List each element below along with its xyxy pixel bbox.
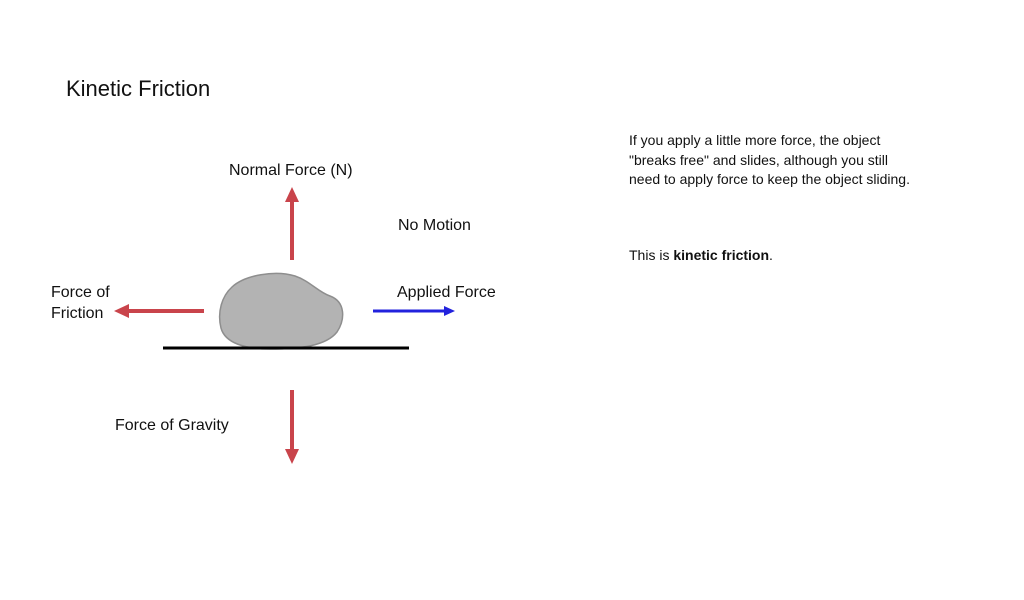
friction-arrow (114, 304, 204, 318)
object-rock (218, 272, 344, 350)
gravity-arrow (285, 390, 299, 464)
explanation-line-2: "breaks free" and slides, although you s… (629, 151, 888, 168)
conclusion-text: This is kinetic friction. (629, 246, 773, 266)
normal-force-label: Normal Force (N) (229, 162, 353, 179)
applied-force-label: Applied Force (397, 284, 496, 301)
explanation-line-1: If you apply a little more force, the ob… (629, 132, 881, 148)
applied-force-arrow (373, 306, 455, 316)
friction-label-line2: Friction (51, 305, 104, 322)
explanation-paragraph: If you apply a little more force, the ob… (629, 131, 969, 190)
explanation-line-3: need to apply force to keep the object s… (629, 171, 910, 187)
friction-label: Force of Friction (51, 282, 110, 324)
gravity-label: Force of Gravity (115, 417, 229, 434)
conclusion-prefix: This is (629, 247, 674, 263)
conclusion-term: kinetic friction (673, 247, 770, 263)
normal-force-arrow (285, 187, 299, 260)
no-motion-label: No Motion (398, 217, 471, 234)
friction-label-line1: Force of (51, 284, 110, 301)
conclusion-suffix: . (769, 247, 773, 263)
page-title: Kinetic Friction (66, 76, 211, 101)
